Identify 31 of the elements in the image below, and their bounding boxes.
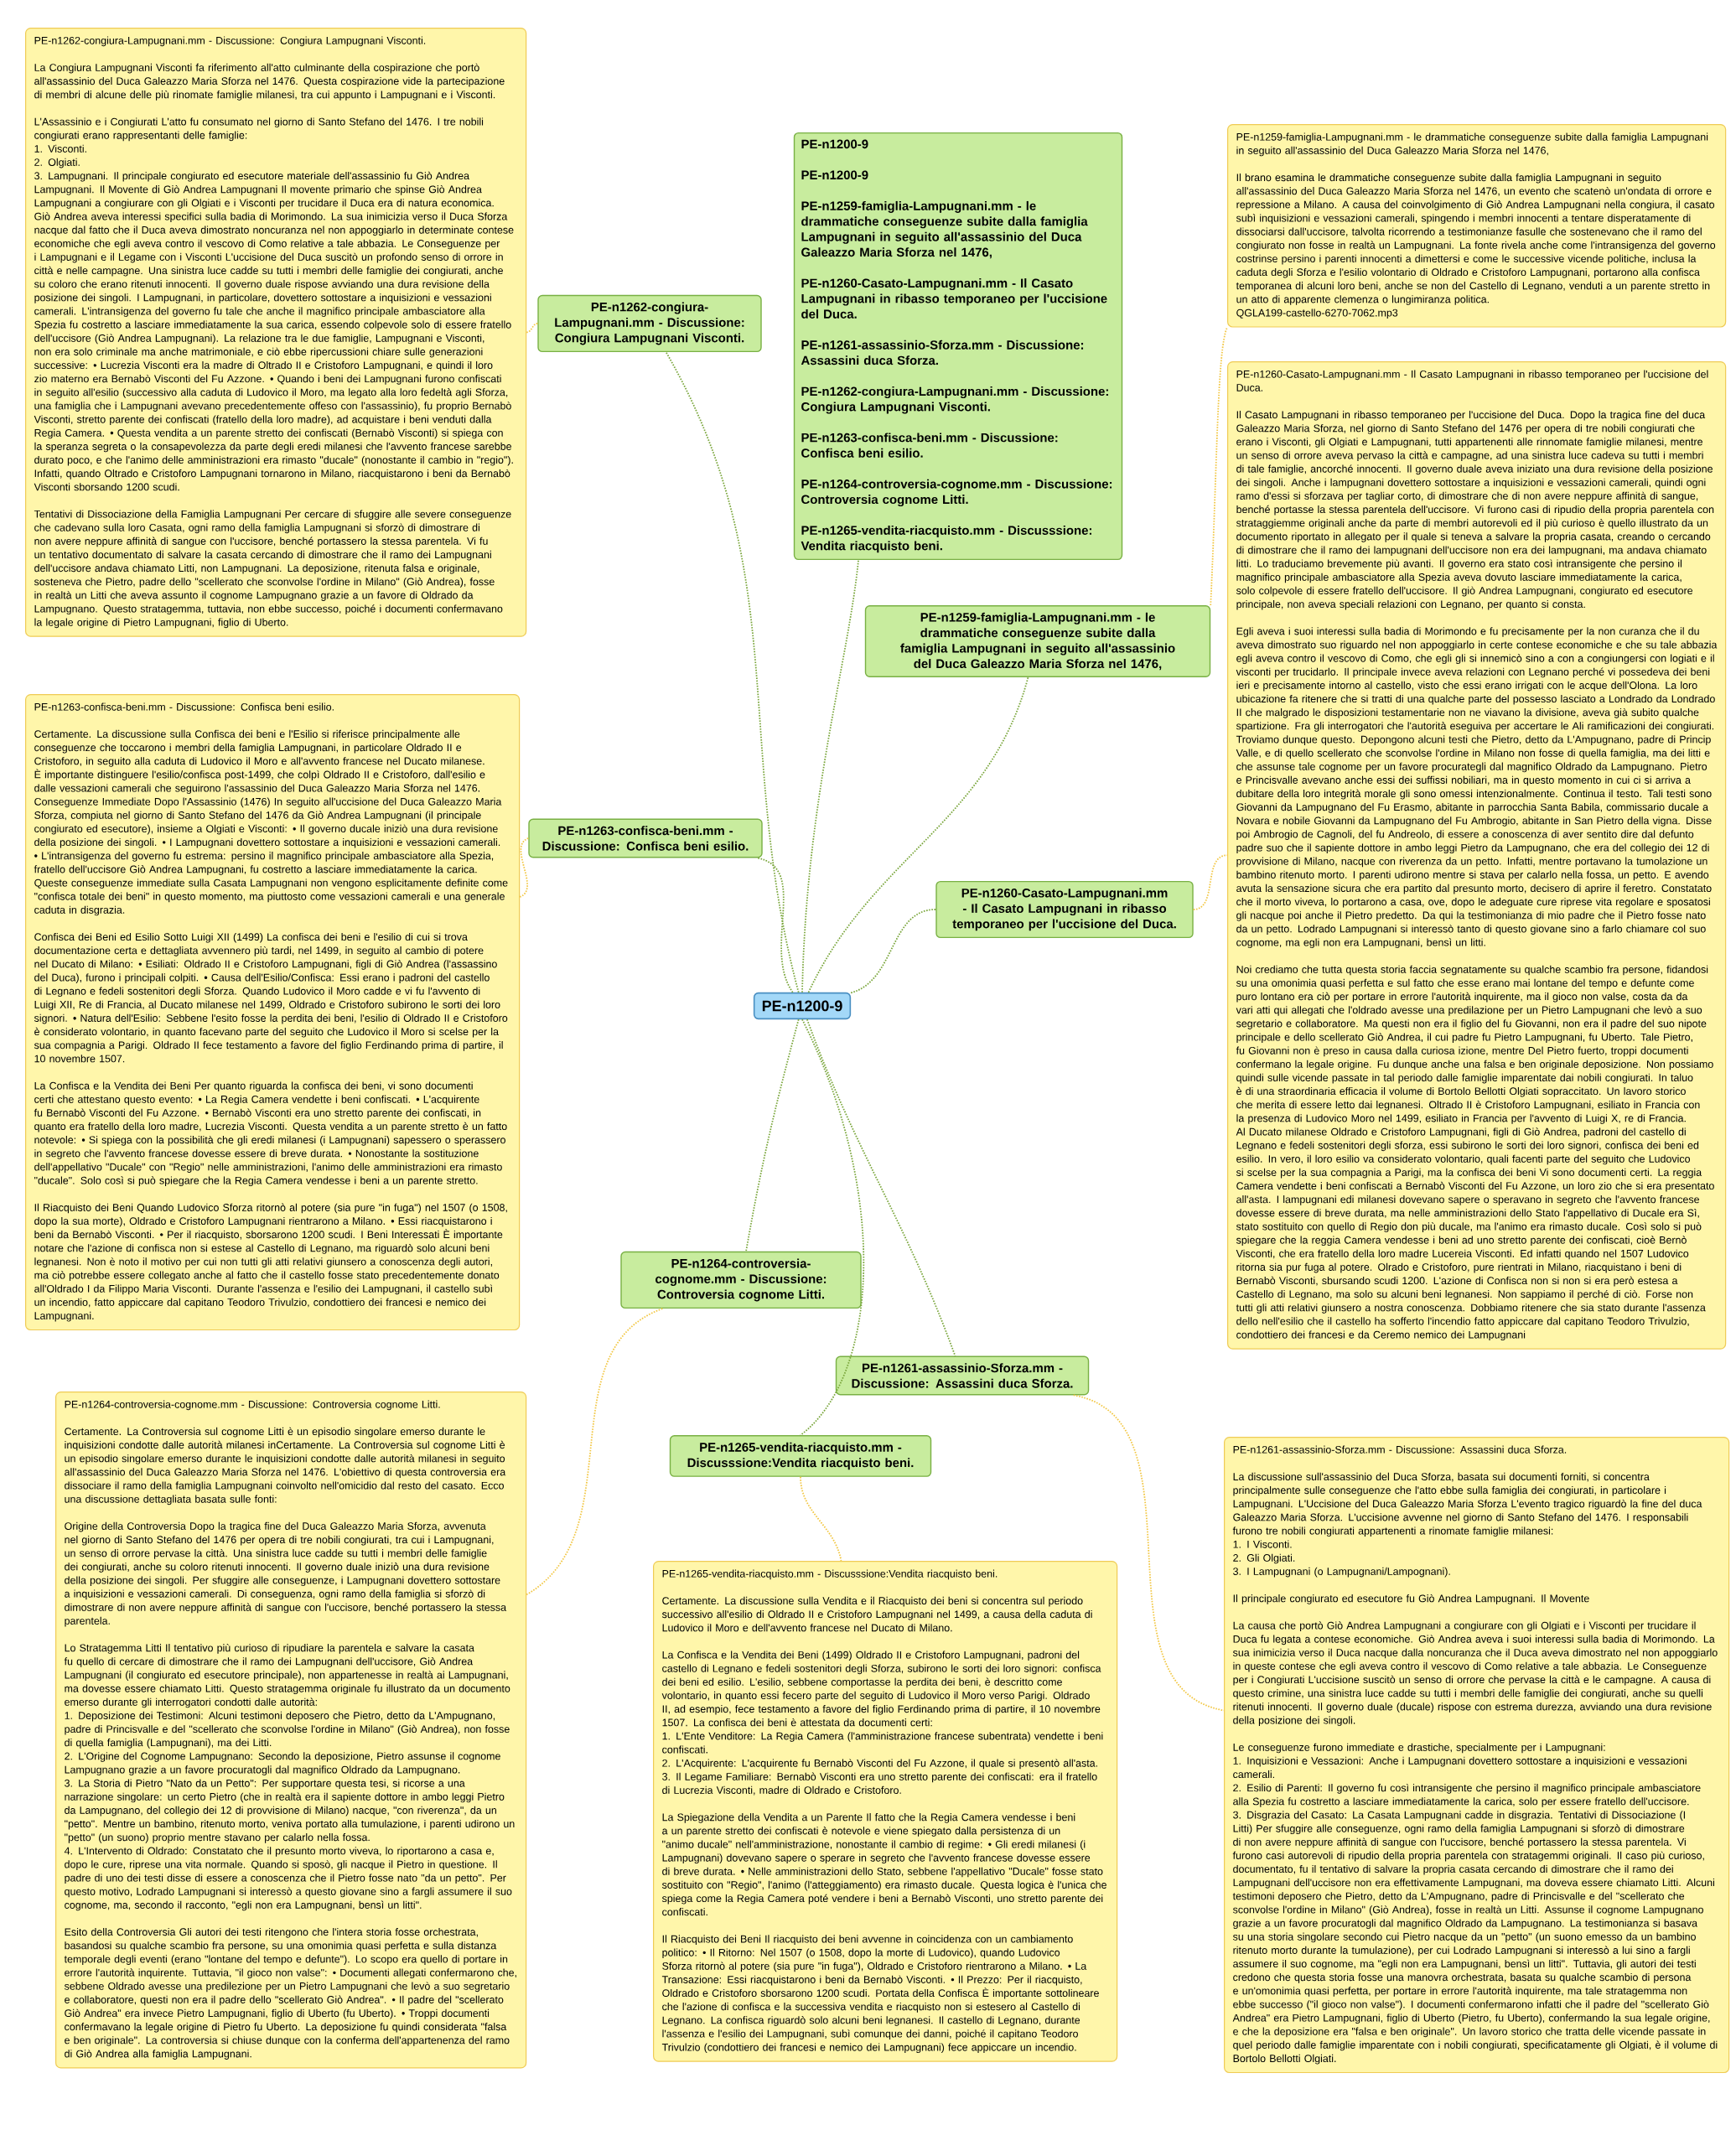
connector: [526, 1308, 664, 1596]
topic-box: PE-n1261-assassinio-Sforza.mm - Discussione: Assassini duca Sforza.: [835, 1355, 1090, 1396]
connector: [519, 837, 530, 898]
note-card: PE-n1261-assassinio-Sforza.mm - Discussione: Assassini duca Sforza. La discussione sull'assassinio del Duca Sforza, basata sui documenti forniti, si concentra principalmente sulle conseguenze che l'atto ebbe sulla famiglia dei congiurati, in particolare i Lampugnani. L'Uccisione del Duca Galeazzo Maria Sforza L'evento tragico riguardò la fine del duca Galeazzo Maria Sforza. L'uccisione avvenne nel giorno di Santo Stefano del 1476. I responsabili furono tre nobili congiurati appartenenti a rinomate famiglie milanesi: 1. I Visconti. 2. Gli Olgiati. 3. I Lampugnani (o Lampugnani/Lampognani). Il principale congiurato ed esecutore fu Giò Andrea Lampugnani. Il Movente La causa che portò Giò Andrea Lampugnani a congiurare con gli Olgiati e i Visconti per trucidare il Duca fu legata a contese economiche. Giò Andrea aveva i suoi interessi sulla badia di Morimondo. La sua inimicizia verso il Duca nacque dalla noncuranza che il Duca aveva dimostrato nel non appoggiarlo in queste contese che egli aveva contro il vescovo di Como relative a tale abbazia. Le Conseguenze per i Congiurati L'uccisione suscitò un senso di orrore che pervase la città e le campagne. A causa di questo crimine, una sinistra luce cadde su tutti i membri delle famiglie dei congiurati, anche su quelli ritenuti innocenti. Il governo duale (ducale) rispose con estrema durezza, avviando una dura revisione della posizione dei singoli. Le conseguenze furono immediate e drastiche, specialmente per i Lampugnani: 1. Inquisizioni e Vessazioni: Anche i Lampugnani dovettero sottostare a inquisizioni e vessazioni camerali. 2. Esilio di Parenti: Il governo fu così intransigente che persino il magnifico principale ambasciatore alla Spezia fu costretto a lasciare immediatamente la carica, solo per essere fratello dell'uccisore. 3. Disgrazia del Casato: La Casata Lampugnani cadde in disgrazia. Tentativi di Dissociazione (I Litti) Per sfuggire alle conseguenze, ogni ramo della famiglia Lampugnani si sforzò di dimostrare di non avere neppure affinità di sangue con l'uccisore, benché portassero la stessa parentela. Vi furono casi autorevoli di ripudio della propria parentela con stratagemmi originali. Il caso più curioso, documentato, fu il tentativo di salvare la propria casata cercando di dimostrare che il ramo dei Lampugnani dell'uccisore non era effettivamente Lampugnani, ma doveva essere chiamato Litti. Alcuni testimoni deposero che Pietro, detto da L'Ampugnano, padre di Princisvalle e del "scellerato che sconvolse l'ordine in Milano" (Giò Andrea), fosse in realtà un Litti. Assunse il cognome Lampugnano grazie a un favore procuratogli dal magnifico Oldrado da Lampugnano. La testimonianza si basava su una storia singolare secondo cui Pietro nacque da un "petto" (un suono emesso da un bambino ritenuto morto durante la tumulazione), per cui Lodrado Lampugnani si interessò a lui sino a fargli assumere il suo cognome, ma "egli non era Lampugnani, bensì un litti". Tuttavia, gli autori dei testi credono che questa storia fosse una manovra orchestrata, basata su qualche scambio di persona e un'omonimia quasi perfetta, per portare in errore l'autorità inquirente, ma tale stratagemma non ebbe successo ("il gioco non valse"). I documenti confermarono infatti che il padre del "scellerato Giò Andrea" era Pietro Lampugnani, figlio di Uberto (Pietro, fu Uberto), confermando la sua legale origine, e che la deposizione era "falsa e ben originale". Un lavoro storico che tratta delle vicende passate in quel periodo dalle famiglie imparentate con i nobili congiurati, specificatamente gli Olgiati, è il volume di Bortolo Bellotti Olgiati.: [1224, 1437, 1730, 2074]
topic-box: PE-n1260-Casato-Lampugnani.mm - Il Casato Lampugnani in ribasso temporaneo per l'uccisione del Duca.: [935, 880, 1194, 939]
connector: [850, 909, 937, 994]
central-topic-box: PE-n1200-9: [753, 992, 852, 1020]
note-card: PE-n1265-vendita-riacquisto.mm - Discusssione:Vendita riacquisto beni. Certamente. La discussione sulla Vendita e il Riacquisto dei beni si concentra sul periodo successivo all'esilio di Oldrado II e Cristoforo Lampugnani nel 1499, a causa della caduta di Ludovico il Moro e dell'avvento francese nel Ducato di Milano. La Confisca e la Vendita dei Beni (1499) Oldrado II e Cristoforo Lampugnani, padroni del castello di Legnano e fedeli sostenitori degli Sforza, subirono le sorti dei loro signori: confisca dei beni ed esilio. L'esilio, sebbene comportasse la perdita dei beni, è descritto come volontario, in quanto essi fecero parte del seguito di Ludovico il Moro verso Parigi. Oldrado II, ad esempio, fece testamento a favore del figlio Ferdinando prima di partire, il 10 novembre 1507. La confisca dei beni è attestata da documenti certi: 1. L'Ente Venditore: La Regia Camera (l'amministrazione francese subentrata) vendette i beni confiscati. 2. L'Acquirente: L'acquirente fu Bernabò Visconti del Fu Azzone, il quale si presentò all'asta. 3. Il Legame Familiare: Bernabò Visconti era uno stretto parente dei confiscati: era il fratello di Lucrezia Visconti, madre di Oldrado e Cristoforo. La Spiegazione della Vendita a un Parente Il fatto che la Regia Camera vendesse i beni a un parente stretto dei confiscati è notevole e viene spiegato dalla persistenza di un "animo ducale" nell'amministrazione, nonostante il cambio di regime: • Gli eredi milanesi (i Lampugnani) dovevano sapere o sperare in segreto che l'avvento francese dovesse essere di breve durata. • Nelle amministrazioni dello Stato, sebbene l'appellativo "Ducale" fosse stato sostituito con "Regio", l'animo (l'atteggiamento) era rimasto ducale. Questa logica è l'unica che spiega come la Regia Camera poté vendere i beni a Bernabò Visconti, uno stretto parente dei confiscati. Il Riacquisto dei Beni Il riacquisto dei beni avvenne in coincidenza con un cambiamento politico: • Il Ritorno: Nel 1507 (o 1508, dopo la morte di Ludovico), quando Ludovico Sforza ritornò al potere (sia pure "in fuga"), Oldrado e Cristoforo rientrarono a Milano. • La Transazione: Essi riacquistarono i beni da Bernabò Visconti. • Il Prezzo: Per il riacquisto, Oldrado e Cristoforo sborsarono 1200 scudi. Portata della Confisca È importante sottolineare che l'azione di confisca e la successiva vendita e riacquisto non si estesero al Castello di Legnano. La confisca riguardò solo alcuni beni legnanesi. Il castello di Legnano, durante l'assenza e l'esilio dei Lampugnani, subì comunque dei danni, poiché il capitano Teodoro Trivulzio (condottiero dei francesi e nemico dei Lampugnani) fece appiccare un incendio.: [653, 1561, 1118, 2062]
connector: [745, 1018, 800, 1252]
connector: [801, 559, 859, 993]
topic-box: PE-n1263-confisca-beni.mm - Discussione: Confisca beni esilio.: [528, 818, 763, 858]
connector: [1210, 326, 1228, 606]
connector: [755, 857, 794, 993]
topic-box: PE-n1200-9 PE-n1200-9 PE-n1259-famiglia-Lampugnani.mm - le drammatiche conseguenze subite dalla famiglia Lampugnani in seguito all'assassinio del Duca Galeazzo Maria Sforza nel 1476, PE-n1260-Casato-Lampugnani.mm - Il Casato Lampugnani in ribasso temporaneo per l'uccisione del Duca. PE-n1261-assassinio-Sforza.mm - Discussione: Assassini duca Sforza. PE-n1262-congiura-Lampugnani.mm - Discussione: Congiura Lampugnani Visconti. PE-n1263-confisca-beni.mm - Discussione: Confisca beni esilio. PE-n1264-controversia-cognome.mm - Discussione: Controversia cognome Litti. PE-n1265-vendita-riacquisto.mm - Discusssione: Vendita riacquisto beni.: [793, 132, 1123, 561]
connector: [806, 1018, 956, 1357]
topic-box: PE-n1262-congiura-Lampugnani.mm - Discussione: Congiura Lampugnani Visconti.: [537, 294, 762, 353]
connector: [800, 1018, 865, 1436]
topic-box: PE-n1264-controversia-cognome.mm - Discussione: Controversia cognome Litti.: [620, 1251, 862, 1309]
connector: [526, 323, 539, 334]
connector: [665, 351, 800, 993]
connector: [800, 1475, 842, 1562]
note-card: PE-n1262-congiura-Lampugnani.mm - Discussione: Congiura Lampugnani Visconti. La Congiura Lampugnani Visconti fa riferimento all'atto culminante della cospirazione che portò all'assassinio del Duca Galeazzo Maria Sforza nel 1476. Questa cospirazione vide la partecipazione di membri di alcune delle più rinomate famiglie milanesi, tra cui appunto i Lampugnani e i Visconti. L'Assassinio e i Congiurati L'atto fu consumato nel giorno di Santo Stefano del 1476. I tre nobili congiurati erano rappresentanti delle famiglie: 1. Visconti. 2. Olgiati. 3. Lampugnani. Il principale congiurato ed esecutore materiale dell'assassinio fu Giò Andrea Lampugnani. Il Movente di Giò Andrea Lampugnani Il movente primario che spinse Giò Andrea Lampugnani a congiurare con gli Olgiati e i Visconti per trucidare il Duca era di natura economica. Giò Andrea aveva interessi specifici sulla badia di Morimondo. La sua inimicizia verso il Duca Sforza nacque dal fatto che il Duca aveva dimostrato noncuranza nel non appoggiarlo in determinate contese economiche che egli aveva contro il vescovo di Como relative a tale abbazia. Le Conseguenze per i Lampugnani e il Legame con i Visconti L'uccisione del Duca suscitò un profondo senso di orrore in città e nelle campagne. Una sinistra luce cadde su tutti i membri delle famiglie dei congiurati, anche su coloro che erano ritenuti innocenti. Il governo duale rispose avviando una dura revisione della posizione dei singoli. I Lampugnani, in particolare, dovettero sottostare a inquisizioni e vessazioni camerali. L'intransigenza del governo fu tale che anche il magnifico principale ambasciatore alla Spezia fu costretto a lasciare immediatamente la sua carica, essendo colpevole solo di essere fratello dell'uccisore (Giò Andrea Lampugnani). La relazione tra le due famiglie, Lampugnani e Visconti, non era solo criminale ma anche matrimoniale, e ciò ebbe ripercussioni chiare sulle generazioni successive: • Lucrezia Visconti era la madre di Oltrado II e Cristoforo Lampugnani, e quindi il loro zio materno era Bernabò Visconti del Fu Azzone. • Quando i beni dei Lampugnani furono confiscati in seguito all'esilio (successivo alla caduta di Ludovico il Moro, ma legato alla loro fedeltà agli Sforza, una famiglia che i Lampugnani avevano precedentemente offeso con l'assassinio), fu proprio Bernabò Visconti, stretto parente dei confiscati (fratello della loro madre), ad acquistare i beni venduti dalla Regia Camera. • Questa vendita a un parente stretto dei confiscati (Bernabò Visconti) si spiega con la speranza segreta o la consapevolezza da parte degli eredi milanesi che l'avvento francese sarebbe durato poco, e che l'animo delle amministrazioni era rimasto "ducale" (nonostante il cambio in "regio"). Infatti, quando Oltrado e Cristoforo Lampugnani tornarono in Milano, riacquistarono i beni da Bernabò Visconti sborsando 1200 scudi. Tentativi di Dissociazione della Famiglia Lampugnani Per cercare di sfuggire alle severe conseguenze che cadevano sulla loro Casata, ogni ramo della famiglia Lampugnani si sforzò di dimostrare di non avere neppure affinità di sangue con l'uccisore, benché portassero la stessa parentela. Vi fu un tentativo documentato di salvare la casata cercando di dimostrare che il ramo dei Lampugnani dell'uccisore andava chiamato Litti, non Lampugnani. La deposizione, ritenuta falsa e originale, sosteneva che Pietro, padre dello "scellerato che sconvolse l'ordine in Milano" (Giò Andrea), fosse in realtà un Litti che aveva assunto il cognome Lampugnano grazie a un favore di Oldrado da Lampugnano. Questo stratagemma, tuttavia, non ebbe successo, poiché i documenti confermavano la legale origine di Pietro Lampugnani, figlio di Uberto.: [25, 27, 527, 637]
topic-box: PE-n1265-vendita-riacquisto.mm - Discusssione:Vendita riacquisto beni.: [669, 1435, 932, 1477]
note-card: PE-n1263-confisca-beni.mm - Discussione: Confisca beni esilio. Certamente. La discussione sulla Confisca dei beni e l'Esilio si riferisce principalmente alle conseguenze che toccarono i membri della famiglia Lampugnani, in particolare Oldrado II e Cristoforo, in seguito alla caduta di Ludovico il Moro e all'avvento francese nel Ducato milanese. È importante distinguere l'esilio/confisca post-1499, che colpì Oldrado II e Cristoforo, dall'esilio e dalle vessazioni camerali che seguirono l'assassinio del Duca Galeazzo Maria Sforza nel 1476. Conseguenze Immediate Dopo l'Assassinio (1476) In seguito all'uccisione del Duca Galeazzo Maria Sforza, compiuta nel giorno di Santo Stefano del 1476 da Giò Andrea Lampugnani (il principale congiurato ed esecutore), insieme a Olgiati e Visconti: • Il governo ducale iniziò una dura revisione della posizione dei singoli. • I Lampugnani dovettero sottostare a inquisizioni e vessazioni camerali. • L'intransigenza del governo fu estrema: persino il magnifico principale ambasciatore alla Spezia, fratello dell'uccisore Giò Andrea Lampugnani, fu costretto a lasciare immediatamente la carica. Queste conseguenze immediate sulla Casata Lampugnani non vengono esplicitamente definite come "confisca totale dei beni" in questo momento, ma piuttosto come vessazioni camerali e una generale caduta in disgrazia. Confisca dei Beni ed Esilio Sotto Luigi XII (1499) La confisca dei beni e l'esilio di cui si trova documentazione certa e dettagliata avvennero più tardi, nel 1499, in seguito al cambio di potere nel Ducato di Milano: • Esiliati: Oldrado II e Cristoforo Lampugnani, figli di Giò Andrea (l'assassino del Duca), furono i principali colpiti. • Causa dell'Esilio/Confisca: Essi erano i padroni del castello di Legnano e fedeli sostenitori degli Sforza. Quando Ludovico il Moro cadde e vi fu l'avvento di Luigi XII, Re di Francia, al Ducato milanese nel 1499, Oldrado e Cristoforo subirono le sorti dei loro signori. • Natura dell'Esilio: Sebbene l'esito fosse la perdita dei beni, l'esilio di Oldrado II e Cristoforo è considerato volontario, in quanto facevano parte del seguito che Ludovico il Moro si scelse per la sua compagnia a Parigi. Oldrado II fece testamento a favore del figlio Ferdinando prima di partire, il 10 novembre 1507. La Confisca e la Vendita dei Beni Per quanto riguarda la confisca dei beni, vi sono documenti certi che attestano questo evento: • La Regia Camera vendette i beni confiscati. • L'acquirente fu Bernabò Visconti del Fu Azzone. • Bernabò Visconti era uno stretto parente dei confiscati, in quanto era fratello della loro madre, Lucrezia Visconti. Questa vendita a un parente stretto è un fatto notevole: • Si spiega con la possibilità che gli eredi milanesi (i Lampugnani) sapessero o sperassero in segreto che l'avvento francese dovesse essere di breve durata. • Nonostante la sostituzione dell'appellativo "Ducale" con "Regio" nelle amministrazioni, l'animo delle amministrazioni era rimasto "ducale". Solo così si può spiegare che la Regia Camera vendesse i beni a un parente stretto. Il Riacquisto dei Beni Quando Ludovico Sforza ritornò al potere (sia pure "in fuga") nel 1507 (o 1508, dopo la sua morte), Oldrado e Cristoforo Lampugnani rientrarono a Milano. • Essi riacquistarono i beni da Bernabò Visconti. • Per il riacquisto, sborsarono 1200 scudi. I Beni Interessati È importante notare che l'azione di confisca non si estese al Castello di Legnano, ma riguardò solo alcuni beni legnanesi. Non è noto il motivo per cui non tutti gli atti relativi giunsero a conoscenza degli autori, ma ciò potrebbe essere collegato anche al fatto che il castello fosse stato precedentemente donato all'Oldrado I da Filippo Maria Visconti. Durante l'assenza e l'esilio dei Lampugnani, il castello subì un incendio, fatto appiccare dal capitano Teodoro Trivulzio, condottiero dei francesi e nemico dei Lampugnani.: [25, 694, 521, 1331]
note-card: PE-n1259-famiglia-Lampugnani.mm - le drammatiche conseguenze subite dalla famiglia Lampugnani in seguito all'assassinio del Duca Galeazzo Maria Sforza nel 1476, Il brano esamina le drammatiche conseguenze subite dalla famiglia Lampugnani in seguito all'assassinio del Duca Galeazzo Maria Sforza nel 1476, un evento che scatenò un'ondata di orrore e repressione a Milano. A causa del coinvolgimento di Giò Andrea Lampugnani nella congiura, il casato subì inquisizioni e vessazioni camerali, spingendo i membri innocenti a tentare disperatamente di dissociarsi dall'uccisore, talvolta ricorrendo a testimonianze fasulle che sostenevano che il ramo del congiurato non fosse in realtà un Lampugnani. La fonte rivela anche come l'intransigenza del governo costrinse persino i parenti innocenti a dimettersi e come le successive vicende politiche, inclusa la caduta degli Sforza e l'esilio volontario di Oldrado e Cristoforo Lampugnani, portarono alla confisca temporanea di alcuni loro beni, anche se non del Castello di Legnano, venduti a un parente stretto in un atto di apparente clemenza o lungimiranza politica. QGLA199-castello-6270-7062.mp3: [1227, 123, 1727, 328]
connector: [1072, 1394, 1225, 1712]
connector: [807, 676, 1029, 993]
note-card: PE-n1260-Casato-Lampugnani.mm - Il Casato Lampugnani in ribasso temporaneo per l'uccisione del Duca. Il Casato Lampugnani in ribasso temporaneo per l'uccisione del Duca. Dopo la tragica fine del duca Galeazzo Maria Sforza, nel giorno di Santo Stefano del 1476 per opera di tre nobili congiurati che erano i Visconti, gli Olgiati e Lampugnani, tutti appartenenti alle rinnomate famiglie milanesi, mentre un senso di orrore aveva pervaso la città e campagne, ad una sinistra luce cadeva su tutti i membri di tale famiglie, ancorché innocenti. Il governo duale aveva iniziato una dura revisione della posizione dei singoli. Anche i lampugnani dovettero sottostare a inquisizioni e vessazioni camerali, quindi ogni ramo d'essi si sforzava per tagliar corto, di dimostrare che di non avere neppure affinità di sangue, benché portasse la stessa parentela dell'uccisore. Vi furono casi di ripudio della propria parentela con strataggiemme originali anche da parte di membri autorevoli ed il più curioso è quello illustrato da un documento riportato in allegato per il quale si teneva a salvare la propria casata, creando o cercando di dimostrare che il ramo dei lampugnani dell'uccisore non era dei lampugnani, ma andava chiamato litti. Lo traduciamo brevemente più avanti. Il governo era stato così intransigente che persino il magnifico principale ambasciatore alla Spezia aveva dovuto lasciare immediatamente la carica, solo colpevole di essere fratello dell'uccisore. Il giò Andrea Lampugnani, congiurato ed esecutore principale, non aveva speciali relazioni con Legnano, per quanto si consta. Egli aveva i suoi interessi sulla badia di Morimondo e fu precisamente per la non curanza che il du aveva dimostrato suo riguardo nel non appoggiarlo in certe contese economiche e che su tale abbazia egli aveva contro il vescovo di Como, che egli gli si innemicò sino a con a congiungersi con logiati e il visconti per trucidarlo. Il principale invece aveva relazioni con Legnano perché vi possedeva dei beni ieri e precisamente intorno al castello, visto che essi erano irrigati con le acque dell'Olona. La loro ubicazione fa ritenere che si tratti di una qualche parte del possesso lasciato a Londrado da Londrado II che malgrado le disposizioni testamentarie non ne viavano la divisione, aveva già subito qualche spartizione. Fra gli interrogatori che l'autorità eseguiva per accertare le Ali ramificazioni dei congiurati. Troviamo dunque questo. Depongono alcuni testi che Pietro, detto da L'Ampugnano, padre di Princip Valle, e di quello scellerato che sconvolse l'ordine in Milano non fosse di quella famiglia, ma dei litti e che assunse tale cognome per un favore procurategli dal magnifico Oldrado da Lampugnano. Pietro e Princisvalle avevano anche essi dei suffissi nobiliari, ma in questo momento in cui ci si arriva a dubitare della loro integrità morale gli sono omessi intenzionalmente. Continua il testo. Tali testi sono Giovanni da Lampugnano del Fu Erasmo, abitante in parrocchia Santa Babila, commissario ducale a Novara e nobile Giovanni da Lampugnano del Fu Ambrogio, abitante in San Pietro della vigna. Disse poi Ambrogio de Cagnoli, del fu Andreolo, di essere a conoscenza di aver sentito dire dal defunto padre suo che il sapiente dottore in ambo leggi Pietro da Lampugnano, che era del collegio dei 12 di provvisione di Milano, nacque con riverenza da un petto. Infatti, mentre portavano la tumolazione un bambino ritenuto morto. I parenti udirono mentre si stava per calarlo nella fossa, un petto. E avendo avuta la sensazione sicura che era partito dal presunto morto, decisero di aprire il feretro. Constatato che il morto viveva, lo portarono a casa, ove, dopo le adeguate cure riprese vita regolare e sposatosi gli nacque poi anche il Pietro predetto. Da qui la testimonianza di mio padre che il Pietro fosse nato da un petto. Lodrado Lampugnani si interessò tanto di questo giovane sino a farlo chiamare col suo cognome, ma egli non era Lampugnani, bensì un litti. Noi crediamo che tutta questa storia faccia segnatamente su qualche scambio fra persone, fidandosi su una omonimia quasi perfetta e sul fatto che esse erano mai lontane del tempo e defunte come puro lontano era ciò per portare in errore l'autorità inquirente, ma il gioco non valse, costa da da vari atti qui allegati che l'oldrado avesse una predilazione per un Pietro Lampugnani che levò a suo segretario e collaboratore. Ma questi non era il figlio del fu Giovanni, non era il padre del suo nipote principale e dello scellerato Giò Andrea, il cui padre fu Pietro Lampugnani, fu Uberto. Tale Pietro, fu Giovanni non è preso in causa dalla curiosa izione, mentre Del Pietro fuerto, troppi documenti confermano la legale origine. Fu dunque anche una falsa e ben originale deposizione. Non possiamo quindi sulle vicende passate in tal periodo dalle famiglie imparentate dai nobili congiurati. In taluo è di una straordinaria efficacia il volume di Bortolo Bellotti Olgiati sopraccitato. Un lavoro storico che merita di essere letto dai legnanesi. Oltrado II è Cristoforo Lampugnani, esiliato in Francia con la presenza di Ludovico Moro nel 1499, esiliato in Francia per l'avvento di Luigi X, re di Francia. Al Ducato milanese Oldrado e Cristoforo Lampugnani, figli di Giò Andrea, padroni del castello di Legnano e fedeli sostenitori degli sforza, essi subirono le sorti dei loro signori, confisca dei beni ed esilio. In vero, il loro esilio va considerato volontario, quali facenti parte del seguito che Ludovico si scelse per la sua compagnia a Parigi, ma la confisca dei beni Vi sono documenti certi. La reggia Camera vendette i beni confiscati a Bernabò Visconti del Fu Azzone, un loro zio che si era presentato all'asta. I lampugnani edi milanesi dovevano sapere o speravano in segreto che l'avvento francese dovesse essere di breve durata, ma nelle amministrazioni dello Stato l'appellativo di Ducale era Sì, stato sostituito con quello di Regio don più ducale, ma l'animo era rimasto ducale. Così solo si può spiegare che la reggia Camera vendesse i beni ad uno stretto parente dei confiscati, cioè Bernò Visconti, che era fratello della loro madre Lucereia Visconti. Ed infatti quando nel 1507 Ludovico ritorna sia pur fuga al potere. Olrado e Cristoforo, pure rientrati in Milano, riacquistano i beni di Bernabò Visconti, sbursando scudi 1200. L'azione di Confisca non si non si era però estesa a Castello di Legnano, ma solo su alcuni beni legnanesi. Non sappiamo il perché di ciò. Forse non tutti gli atti relativi giunsero a nostra conoscenza. Dobbiamo ritenere che sia stato durante l'assenza dello nell'esilio che il castello ha sofferto l'incendio fatto appiccare dal capitano Teodoro Trivulzio, condottiero dei francesi e da Ceremo nemico dei Lampugnani: [1227, 360, 1727, 1350]
topic-box: PE-n1259-famiglia-Lampugnani.mm - le drammatiche conseguenze subite dalla famiglia Lampugnani in seguito all'assassinio del Duca Galeazzo Maria Sforza nel 1476,: [864, 605, 1211, 677]
note-card: PE-n1264-controversia-cognome.mm - Discussione: Controversia cognome Litti. Certamente. La Controversia sul cognome Litti è un episodio singolare emerso durante le inquisizioni condotte dalle autorità milanesi inCertamente. La Controversia sul cognome Litti è un episodio singolare emerso durante le inquisizioni condotte dalle autorità milanesi in seguito all'assassinio del Duca Galeazzo Maria Sforza nel 1476. L'obiettivo di questa controversia era dissociare il ramo della famiglia Lampugnani coinvolto nell'omicidio dal resto del casato. Ecco una discussione dettagliata basata sulle fonti: Origine della Controversia Dopo la tragica fine del Duca Galeazzo Maria Sforza, avvenuta nel giorno di Santo Stefano del 1476 per opera di tre nobili congiurati, tra cui i Lampugnani, un senso di orrore pervase la città. Una sinistra luce cadde su tutti i membri delle famiglie dei congiurati, anche su coloro ritenuti innocenti. Il governo duale iniziò una dura revisione della posizione dei singoli. Per sfuggire alle conseguenze, i Lampugnani dovettero sottostare a inquisizioni e vessazioni camerali. Di conseguenza, ogni ramo della famiglia si sforzò di dimostrare di non avere neppure affinità di sangue con l'uccisore, benché portassero la stessa parentela. Lo Stratagemma Litti Il tentativo più curioso di ripudiare la parentela e salvare la casata fu quello di cercare di dimostrare che il ramo dei Lampugnani dell'uccisore, Giò Andrea Lampugnani (il congiurato ed esecutore principale), non appartenesse in realtà ai Lampugnani, ma dovesse essere chiamato Litti. Questo stratagemma originale fu illustrato da un documento emerso durante gli interrogatori condotti dalle autorità: 1. Deposizione dei Testimoni: Alcuni testimoni deposero che Pietro, detto da L'Ampugnano, padre di Princisvalle e del "scellerato che sconvolse l'ordine in Milano" (Giò Andrea), non fosse di quella famiglia (Lampugnani), ma dei Litti. 2. L'Origine del Cognome Lampugnano: Secondo la deposizione, Pietro assunse il cognome Lampugnano grazie a un favore procuratogli dal magnifico Oldrado da Lampugnano. 3. La Storia di Pietro "Nato da un Petto": Per supportare questa tesi, si ricorse a una narrazione singolare: un certo Pietro (che in realtà era il sapiente dottore in ambo leggi Pietro da Lampugnano, del collegio dei 12 di provvisione di Milano) nacque, "con riverenza", da un "petto". Mentre un bambino, ritenuto morto, veniva portato alla tumulazione, i parenti udirono un "petto" (un suono) proprio mentre stavano per calarlo nella fossa. 4. L'Intervento di Oldrado: Constatato che il presunto morto viveva, lo riportarono a casa e, dopo le cure, riprese una vita normale. Quando si sposò, gli nacque il Pietro in questione. Il padre di uno dei testi disse di essere a conoscenza che il Pietro fosse nato "da un petto". Per questo motivo, Lodrado Lampugnani si interessò a questo giovane sino a fargli assumere il suo cognome, ma, secondo il racconto, "egli non era Lampugnani, bensì un litti". Esito della Controversia Gli autori dei testi ritengono che l'intera storia fosse orchestrata, basandosi su qualche scambio fra persone, su una omonimia quasi perfetta e sulla distanza temporale degli eventi (erano "lontane del tempo e defunte"). Lo scopo era quello di portare in errore l'autorità inquirente. Tuttavia, "il gioco non valse": • Documenti allegati confermarono che, sebbene Oldrado avesse una predilezione per un Pietro Lampugnani che levò a suo segretario e collaboratore, questi non era il padre dello "scellerato Giò Andrea". • Il padre del "scellerato Giò Andrea" era invece Pietro Lampugnani, figlio di Uberto (fu Uberto). • Troppi documenti confermavano la legale origine di Pietro fu Uberto. La deposizione fu quindi considerata "falsa e ben originale". La controversia si chiuse dunque con la conferma dell'appartenenza del ramo di Giò Andrea alla famiglia Lampugnani.: [55, 1392, 527, 2069]
connector: [1192, 854, 1228, 910]
